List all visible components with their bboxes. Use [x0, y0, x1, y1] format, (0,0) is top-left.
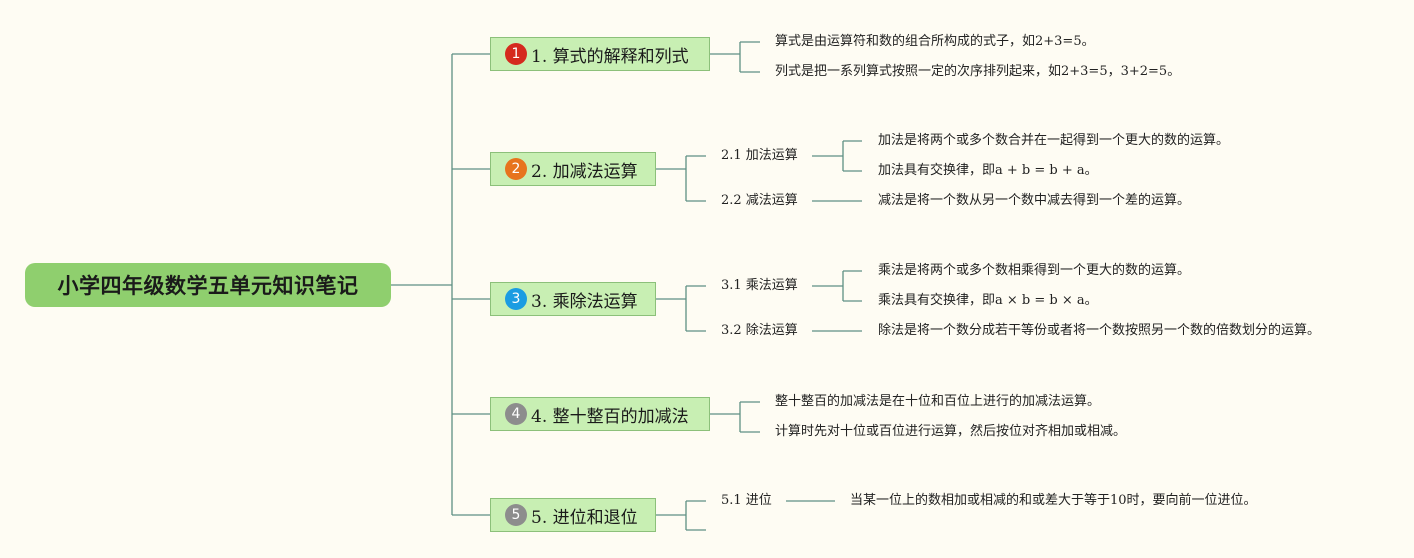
branch-label: 3. 乘除法运算 — [531, 291, 638, 312]
branch-label: 4. 整十整百的加减法 — [531, 406, 689, 427]
note-text[interactable]: 除法是将一个数分成若干等份或者将一个数按照另一个数的倍数划分的运算。 — [878, 323, 1321, 338]
branch-label: 1. 算式的解释和列式 — [531, 46, 689, 67]
branch-topic-2[interactable]: 2 2. 加减法运算 — [490, 152, 656, 186]
number-4-icon: 4 — [505, 403, 527, 425]
note-text[interactable]: 加法是将两个或多个数合并在一起得到一个更大的数的运算。 — [878, 133, 1230, 148]
number-2-icon: 2 — [505, 158, 527, 180]
note-text[interactable]: 当某一位上的数相加或相减的和或差大于等于10时，要向前一位进位。 — [850, 493, 1257, 508]
branch-topic-1[interactable]: 1 1. 算式的解释和列式 — [490, 37, 710, 71]
branch-topic-3[interactable]: 3 3. 乘除法运算 — [490, 282, 656, 316]
note-text[interactable]: 算式是由运算符和数的组合所构成的式子，如2+3=5。 — [775, 34, 1095, 49]
root-topic[interactable]: 小学四年级数学五单元知识笔记 — [25, 263, 391, 307]
subtopic-label[interactable]: 3.1 乘法运算 — [721, 278, 798, 293]
subtopic-label[interactable]: 2.1 加法运算 — [721, 148, 798, 163]
number-3-icon: 3 — [505, 288, 527, 310]
note-text[interactable]: 列式是把一系列算式按照一定的次序排列起来，如2+3=5，3+2=5。 — [775, 64, 1181, 79]
note-text[interactable]: 乘法是将两个或多个数相乘得到一个更大的数的运算。 — [878, 263, 1191, 278]
number-5-icon: 5 — [505, 504, 527, 526]
subtopic-label[interactable]: 5.1 进位 — [721, 493, 772, 508]
number-1-icon: 1 — [505, 43, 527, 65]
branch-label: 2. 加减法运算 — [531, 161, 638, 182]
note-text[interactable]: 减法是将一个数从另一个数中减去得到一个差的运算。 — [878, 193, 1191, 208]
note-text[interactable]: 加法具有交换律，即a + b = b + a。 — [878, 163, 1098, 178]
branch-label: 5. 进位和退位 — [531, 507, 638, 528]
note-text[interactable]: 乘法具有交换律，即a × b = b × a。 — [878, 293, 1098, 308]
subtopic-label[interactable]: 3.2 除法运算 — [721, 323, 798, 338]
subtopic-label[interactable]: 2.2 减法运算 — [721, 193, 798, 208]
note-text[interactable]: 计算时先对十位或百位进行运算，然后按位对齐相加或相减。 — [775, 424, 1127, 439]
branch-topic-4[interactable]: 4 4. 整十整百的加减法 — [490, 397, 710, 431]
branch-topic-5[interactable]: 5 5. 进位和退位 — [490, 498, 656, 532]
note-text[interactable]: 整十整百的加减法是在十位和百位上进行的加减法运算。 — [775, 394, 1101, 409]
